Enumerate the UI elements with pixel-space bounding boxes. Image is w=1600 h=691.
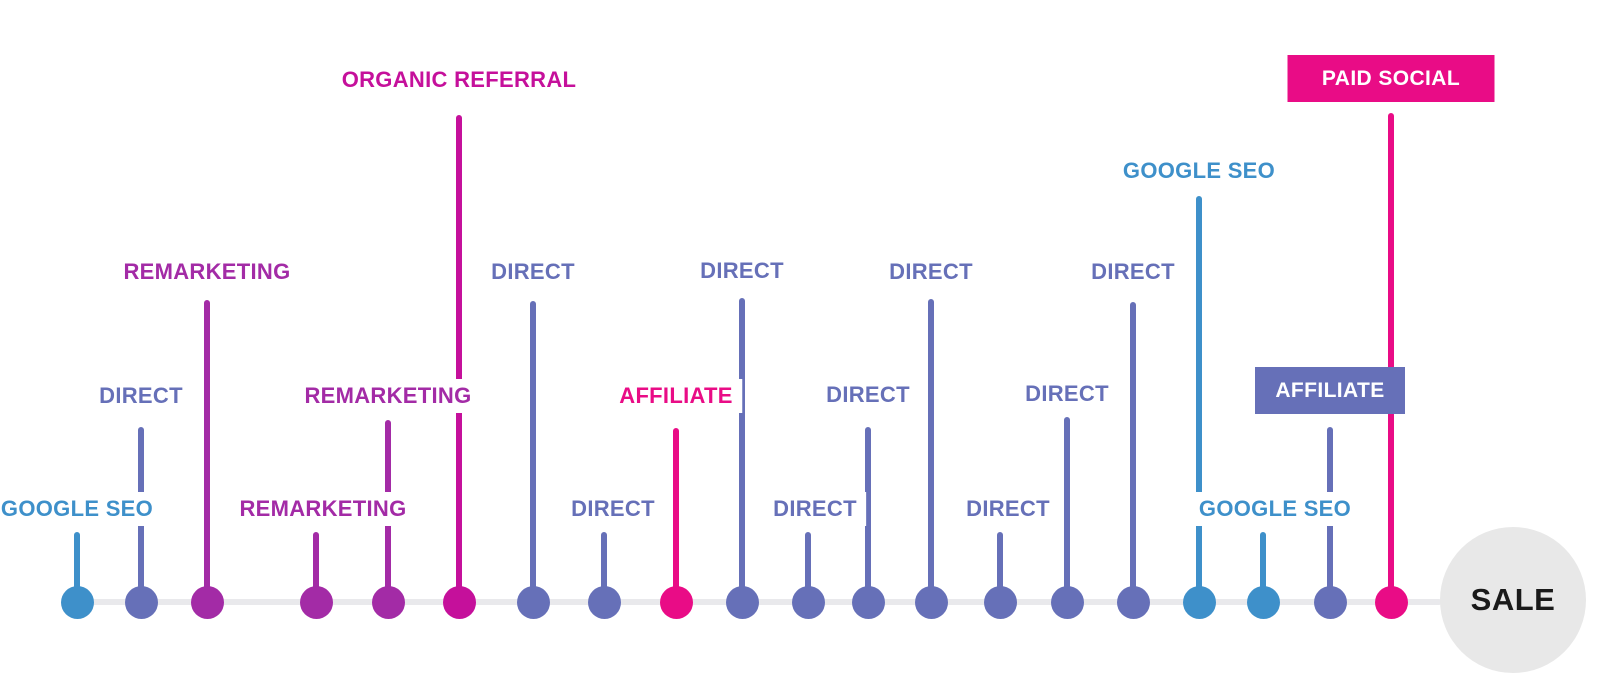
touchpoint-stem (313, 532, 319, 596)
touchpoint-label: ORGANIC REFERRAL (332, 63, 586, 97)
touchpoint-label: REMARKETING (230, 492, 416, 526)
touchpoint-dot (914, 585, 948, 619)
touchpoint-dot (1313, 585, 1347, 619)
touchpoint-stem (865, 427, 871, 596)
touchpoint-dot (1246, 585, 1280, 619)
touchpoint-stem (928, 299, 934, 596)
touchpoint-dot (851, 585, 885, 619)
touchpoint-dot (442, 585, 476, 619)
touchpoint-stem (74, 532, 80, 596)
touchpoint-label: DIRECT (817, 378, 919, 412)
touchpoint-label: DIRECT (1016, 377, 1118, 411)
touchpoint-label: DIRECT (880, 255, 982, 289)
touchpoint-stem (204, 300, 210, 596)
touchpoint-label: GOOGLE SEO (1189, 492, 1361, 526)
touchpoint-label: DIRECT (764, 492, 866, 526)
sale-label: SALE (1470, 582, 1556, 617)
touchpoint-stem (1130, 302, 1136, 596)
touchpoint-label: DIRECT (957, 492, 1059, 526)
touchpoint-stem (530, 301, 536, 596)
touchpoint-label: GOOGLE SEO (1113, 154, 1285, 188)
touchpoint-stem (673, 428, 679, 596)
touchpoint-stem (1064, 417, 1070, 596)
touchpoint-badge: PAID SOCIAL (1287, 55, 1495, 102)
touchpoint-dot (983, 585, 1017, 619)
touchpoint-dot (725, 585, 759, 619)
touchpoint-dot (587, 585, 621, 619)
touchpoint-dot (1116, 585, 1150, 619)
touchpoint-dot (791, 585, 825, 619)
touchpoint-label: DIRECT (691, 254, 793, 288)
touchpoint-stem (805, 532, 811, 596)
touchpoint-dot (516, 585, 550, 619)
touchpoint-dot (190, 585, 224, 619)
touchpoint-stem (1196, 196, 1202, 596)
touchpoint-stem (601, 532, 607, 596)
touchpoint-stem (997, 532, 1003, 596)
touchpoint-dot (299, 585, 333, 619)
touchpoint-dot (371, 585, 405, 619)
touchpoint-label: DIRECT (90, 379, 192, 413)
touchpoint-label: DIRECT (562, 492, 664, 526)
touchpoint-label: DIRECT (482, 255, 584, 289)
touchpoint-stem (1388, 113, 1394, 596)
touchpoint-dot (659, 585, 693, 619)
touchpoint-stem (739, 298, 745, 596)
touchpoint-dot (124, 585, 158, 619)
touchpoint-label: DIRECT (1082, 255, 1184, 289)
touchpoint-dot (1050, 585, 1084, 619)
sale-node: SALE (1440, 527, 1586, 673)
touchpoint-label: GOOGLE SEO (0, 492, 163, 526)
touchpoint-dot (60, 585, 94, 619)
touchpoint-badge: AFFILIATE (1255, 367, 1405, 414)
touchpoint-label: REMARKETING (295, 379, 481, 413)
touchpoint-dot (1374, 585, 1408, 619)
touchpoint-stem (1260, 532, 1266, 596)
touchpoint-stem (456, 115, 462, 596)
touchpoint-dot (1182, 585, 1216, 619)
touchpoint-label: AFFILIATE (610, 379, 742, 413)
touchpoint-label: REMARKETING (114, 255, 300, 289)
